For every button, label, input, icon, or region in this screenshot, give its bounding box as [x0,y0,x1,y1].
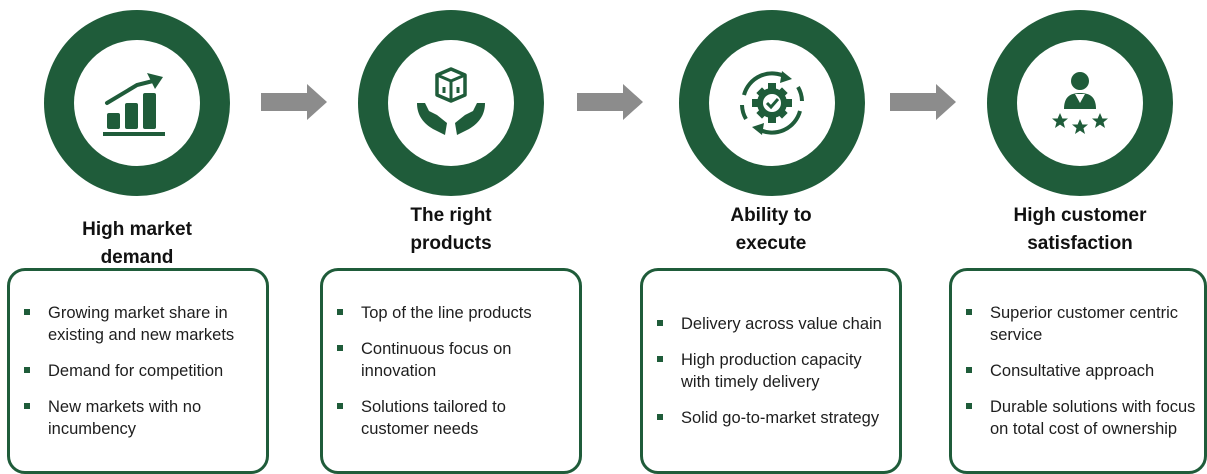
bullet-marker [337,403,343,409]
step-1-card: Growing market share in existing and new… [7,268,269,474]
list-item: Continuous focus on innovation [335,338,571,382]
bullet-marker [337,345,343,351]
step-2-title: The right products [321,202,581,258]
step-1-title: High market demand [7,216,267,272]
bullet-marker [657,356,663,362]
list-item-text: Durable solutions with focus on total co… [990,398,1196,438]
step-3-title: Ability to execute [641,202,901,258]
box-in-hands-icon [417,67,485,135]
step-3-bullet-list: Delivery across value chain High product… [655,313,891,429]
step-1-circle [44,10,230,196]
bullet-marker [337,309,343,315]
list-item-text: Consultative approach [990,362,1155,380]
list-item-text: Superior customer centric service [990,304,1178,344]
list-item-text: Solid go-to-market strategy [681,409,880,427]
growth-chart-icon [103,73,165,136]
step-3-circle [679,10,865,196]
step-2-title-line-2: products [410,233,492,254]
step-1-title-line-1: High market [82,219,192,240]
step-2-card: Top of the line products Continuous focu… [320,268,582,474]
step-4-card: Superior customer centric service Consul… [949,268,1207,474]
list-item: Solutions tailored to customer needs [335,396,571,440]
list-item: Top of the line products [335,302,571,324]
step-3-title-line-2: execute [735,233,807,254]
step-2-circle [358,10,544,196]
list-item: New markets with no incumbency [22,396,258,440]
list-item: Durable solutions with focus on total co… [964,396,1196,440]
list-item-text: Growing market share in existing and new… [48,304,235,344]
list-item-text: Demand for competition [48,362,224,380]
customer-stars-icon [1052,72,1108,134]
arrow-right-icon [890,84,956,120]
step-1-title-line-2: demand [100,247,174,268]
step-4-bullet-list: Superior customer centric service Consul… [964,302,1196,440]
bullet-marker [24,367,30,373]
list-item: Superior customer centric service [964,302,1196,346]
list-item-text: Continuous focus on innovation [361,340,512,380]
step-3-title-line-1: Ability to [730,205,812,226]
step-2-title-line-1: The right [410,205,492,226]
step-4-circle [987,10,1173,196]
list-item: Growing market share in existing and new… [22,302,258,346]
bullet-marker [657,414,663,420]
list-item-text: New markets with no incumbency [48,398,202,438]
bullet-marker [966,309,972,315]
list-item: High production capacity with timely del… [655,349,891,393]
arrow-right-icon [261,84,327,120]
list-item: Demand for competition [22,360,258,382]
bullet-marker [24,403,30,409]
bullet-marker [657,320,663,326]
gear-cycle-check-icon [740,71,804,135]
arrow-right-icon [577,84,643,120]
bullet-marker [966,367,972,373]
step-4-title-line-1: High customer [1013,205,1147,226]
bullet-marker [24,309,30,315]
step-4-title-line-2: satisfaction [1027,233,1133,254]
list-item: Delivery across value chain [655,313,891,335]
step-4-title: High customer satisfaction [950,202,1207,258]
step-3-card: Delivery across value chain High product… [640,268,902,474]
list-item: Consultative approach [964,360,1196,382]
list-item-text: Solutions tailored to customer needs [361,398,506,438]
bullet-marker [966,403,972,409]
list-item: Solid go-to-market strategy [655,407,891,429]
list-item-text: Top of the line products [361,304,532,322]
list-item-text: High production capacity with timely del… [681,351,862,391]
list-item-text: Delivery across value chain [681,315,882,333]
step-2-bullet-list: Top of the line products Continuous focu… [335,302,571,440]
step-1-bullet-list: Growing market share in existing and new… [22,302,258,440]
